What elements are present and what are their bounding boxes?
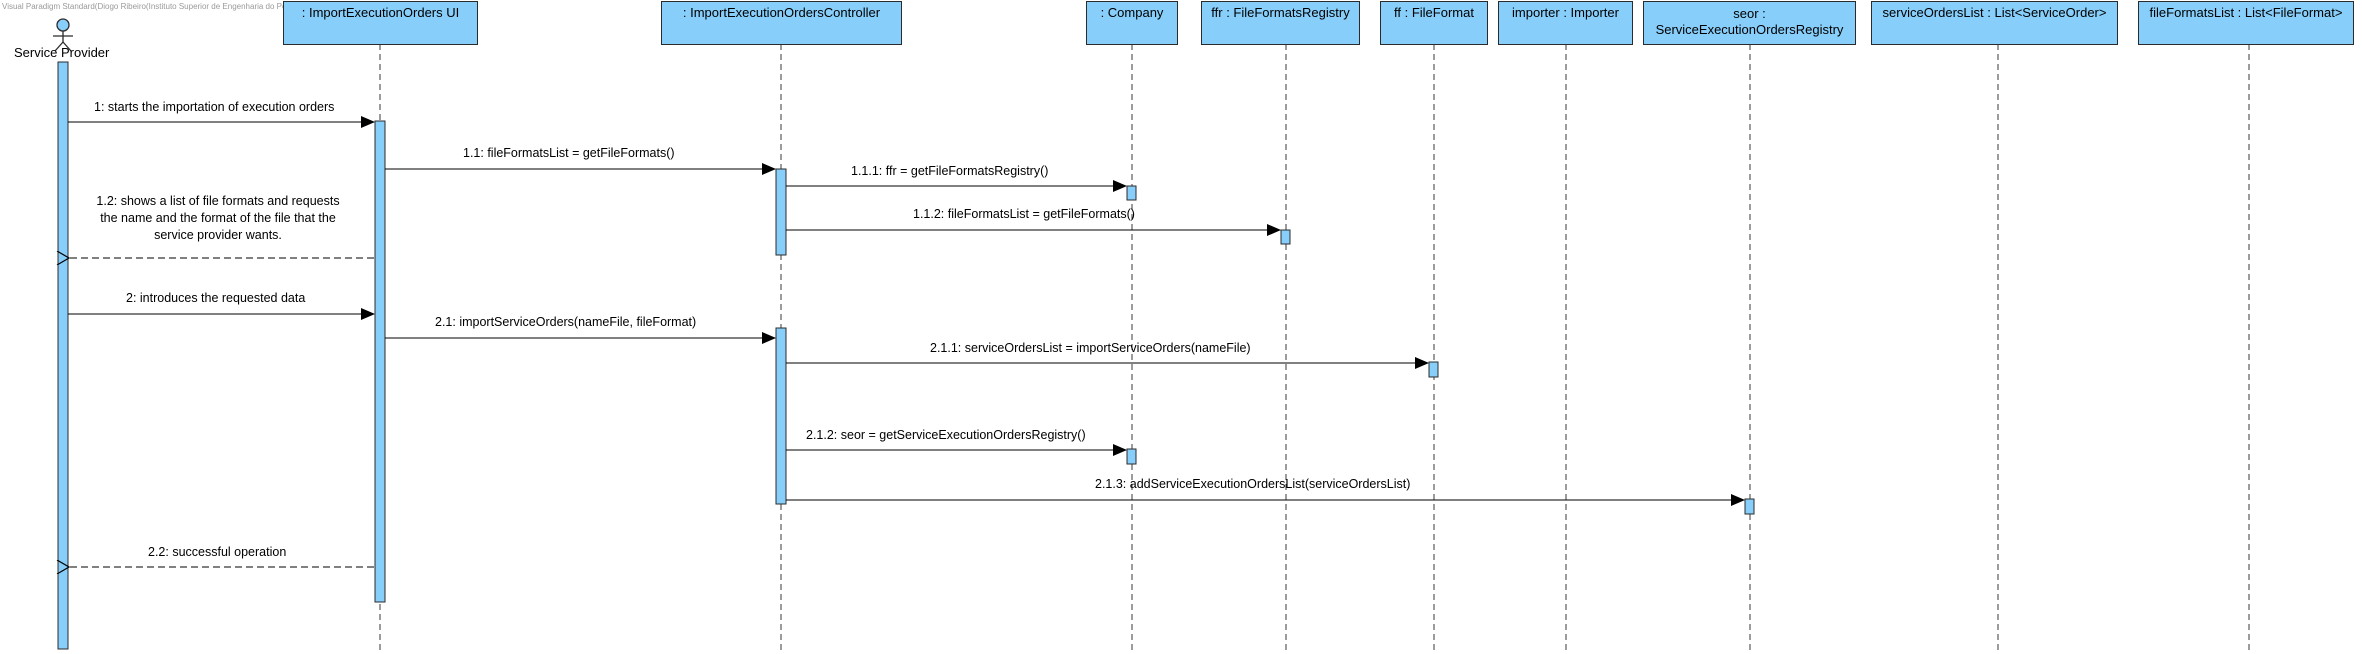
message-2-label: 2: introduces the requested data — [126, 291, 306, 305]
message-2-1-3-label: 2.1.3: addServiceExecutionOrdersList(ser… — [1095, 477, 1411, 491]
lifeline-box-ui: : ImportExecutionOrders UI — [283, 1, 478, 45]
activation-company-2 — [1126, 448, 1137, 465]
lifeline-box-company: : Company — [1086, 1, 1178, 45]
activation-company-1 — [1126, 185, 1137, 201]
message-1-2-label-line1: 1.2: shows a list of file formats and re… — [96, 194, 340, 208]
message-1-1-2-label: 1.1.2: fileFormatsList = getFileFormats(… — [913, 207, 1135, 221]
lifeline-box-file-formats-list: fileFormatsList : List<FileFormat> — [2138, 1, 2354, 45]
lifeline-box-file-format: ff : FileFormat — [1380, 1, 1488, 45]
watermark-text: Visual Paradigm Standard(Diogo Ribeiro(I… — [2, 2, 302, 11]
message-2-2-label: 2.2: successful operation — [148, 545, 287, 559]
activation-seor — [1744, 498, 1755, 515]
lifeline-box-service-orders-list: serviceOrdersList : List<ServiceOrder> — [1871, 1, 2118, 45]
lifeline-box-file-formats-registry: ffr : FileFormatsRegistry — [1201, 1, 1360, 45]
message-1-label: 1: starts the importation of execution o… — [94, 100, 335, 114]
activation-ffr — [1280, 229, 1291, 245]
message-2-1-2-label: 2.1.2: seor = getServiceExecutionOrdersR… — [806, 428, 1086, 442]
message-1-1-label: 1.1: fileFormatsList = getFileFormats() — [463, 146, 675, 160]
lifeline-box-service-execution-orders-registry: seor : ServiceExecutionOrdersRegistry — [1643, 1, 1856, 45]
activation-ff — [1428, 361, 1439, 378]
stick-figure-icon — [53, 18, 73, 52]
actor-label: Service Provider — [14, 45, 110, 60]
activation-ui — [374, 120, 386, 603]
message-1-2-label-line2: the name and the format of the file that… — [100, 211, 336, 225]
message-1-1-1-label: 1.1.1: ffr = getFileFormatsRegistry() — [851, 164, 1049, 178]
lifeline-box-controller: : ImportExecutionOrdersController — [661, 1, 902, 45]
activation-controller-1 — [775, 168, 787, 256]
activation-controller-2 — [775, 327, 787, 505]
message-2-1-1-label: 2.1.1: serviceOrdersList = importService… — [930, 341, 1251, 355]
message-1-2-label: 1.2: shows a list of file formats and re… — [78, 193, 358, 244]
activation-actor — [57, 61, 69, 650]
message-1-2-label-line3: service provider wants. — [154, 228, 282, 242]
lifeline-box-seor-line1: seor : — [1733, 6, 1766, 21]
lifeline-box-importer: importer : Importer — [1498, 1, 1633, 45]
message-2-1-label: 2.1: importServiceOrders(nameFile, fileF… — [435, 315, 697, 329]
lifeline-box-seor-line2: ServiceExecutionOrdersRegistry — [1655, 22, 1844, 37]
